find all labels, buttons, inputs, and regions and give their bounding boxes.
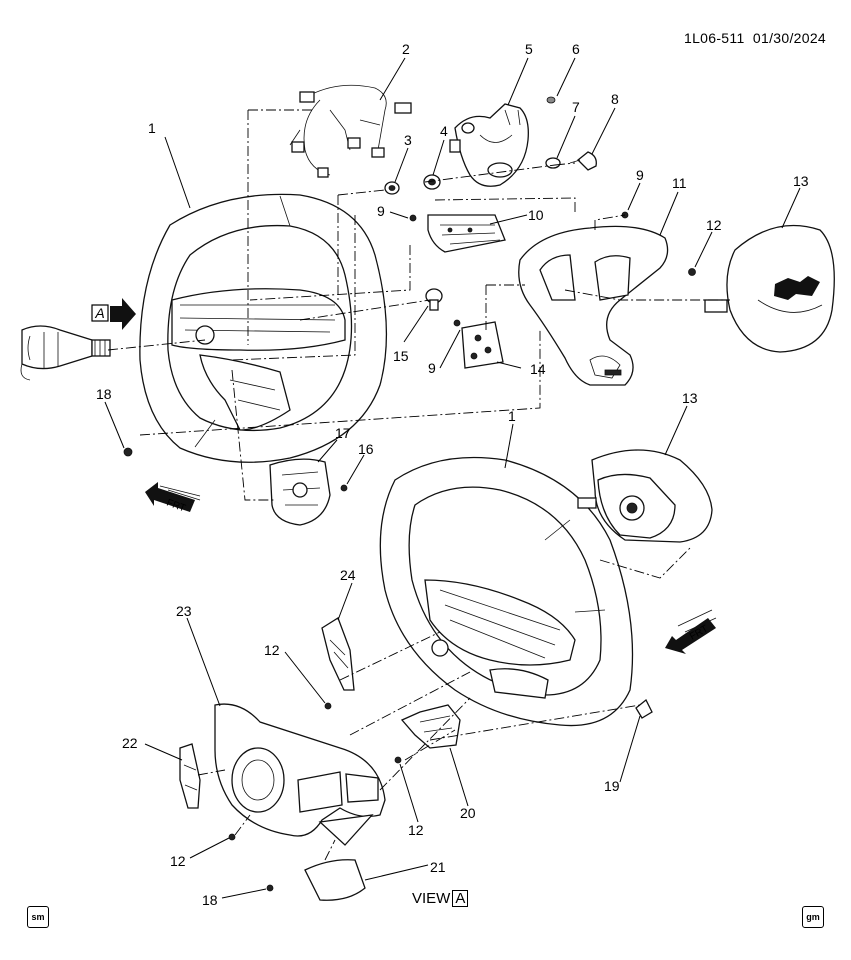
callout-4: 4: [440, 123, 448, 139]
callout-6: 6: [572, 41, 580, 57]
phantom-line: [247, 109, 312, 345]
bolt-12-a: [324, 702, 332, 710]
callout-3: 3: [404, 132, 412, 148]
switch-22: [179, 743, 201, 809]
frt-arrow-lower: FRT: [665, 609, 717, 654]
view-a-arrow: A: [91, 298, 136, 330]
phantom-line: [379, 697, 471, 791]
callout-1-upper: 1: [148, 120, 156, 136]
callout-23: 23: [176, 603, 192, 619]
phantom-line: [594, 214, 626, 230]
screw-16: [340, 484, 348, 492]
phantom-line: [424, 162, 576, 183]
callout-19: 19: [604, 778, 620, 794]
gm-logo: gm: [802, 906, 824, 928]
phantom-line: [139, 330, 541, 436]
phantom-line: [249, 245, 411, 301]
callout-13-lower: 13: [682, 390, 698, 406]
switch-10: [427, 214, 506, 253]
phantom-line: [404, 729, 456, 761]
callout-10: 10: [528, 207, 544, 223]
phantom-line: [349, 671, 471, 736]
callout-7: 7: [572, 99, 580, 115]
phantom-line: [234, 814, 251, 836]
leader-lines: [104, 57, 801, 899]
clip-6: [546, 96, 556, 104]
screw-9-a: [409, 214, 417, 222]
callout-17: 17: [335, 425, 351, 441]
phantom-line: [339, 631, 441, 681]
callout-2: 2: [402, 41, 410, 57]
phantom-line: [485, 284, 525, 330]
airbag-13-upper: [704, 224, 835, 353]
phantom-line: [107, 339, 206, 351]
callout-9-c: 9: [428, 360, 436, 376]
bolt-19: [635, 698, 653, 719]
callout-9-b: 9: [377, 203, 385, 219]
screw-8: [569, 151, 597, 171]
airbag-13-lower: [577, 449, 713, 543]
phantom-line: [324, 839, 336, 861]
steering-wheel-lower: [379, 456, 634, 727]
screw-18-upper: [123, 447, 133, 457]
switch-20: [400, 704, 461, 749]
module-17: [269, 458, 331, 526]
callout-13-upper: 13: [793, 173, 809, 189]
callout-21: 21: [430, 859, 446, 875]
phantom-line: [599, 547, 691, 579]
callout-20: 20: [460, 805, 476, 821]
callout-9-a: 9: [636, 167, 644, 183]
callout-18-upper: 18: [96, 386, 112, 402]
phantom-line: [337, 189, 386, 300]
lower-trim-23: [214, 703, 386, 846]
callout-16: 16: [358, 441, 374, 457]
phantom-line: [434, 197, 576, 215]
callout-12-a: 12: [264, 642, 280, 658]
callout-24: 24: [340, 567, 356, 583]
switch-14: [461, 321, 504, 369]
drawing-date: 01/30/2024: [752, 30, 826, 46]
view-label-text: VIEW: [412, 890, 451, 907]
callout-1-lower: 1: [508, 408, 516, 424]
steering-wheel-upper: [139, 193, 388, 463]
phantom-line: [231, 215, 356, 361]
callout-5: 5: [525, 41, 533, 57]
wiring-harness-2: [289, 84, 412, 178]
trim-cover-11: [518, 225, 669, 386]
view-arrow-label: A: [94, 305, 104, 321]
callout-12-upper: 12: [706, 217, 722, 233]
phantom-line: [231, 369, 275, 501]
callout-22: 22: [122, 735, 138, 751]
callout-12-c: 12: [170, 853, 186, 869]
callout-11: 11: [672, 175, 687, 191]
bolt-12-b: [394, 756, 402, 764]
steering-column: [20, 325, 111, 381]
callout-labels: 1 2 3 4 5 6 7 8 9 9 10 11 12 13 15 9 14 …: [96, 41, 809, 908]
washer-7: [545, 157, 561, 169]
frt-arrow-upper: FRT: [145, 482, 201, 514]
phantom-line: [197, 769, 226, 776]
bolt-12-c: [228, 833, 236, 841]
callout-14: 14: [530, 361, 546, 377]
switch-24: [321, 617, 355, 691]
callout-12-b: 12: [408, 822, 424, 838]
sm-logo: sm: [27, 906, 49, 928]
screw-18-lower: [266, 884, 274, 892]
phantom-line: [299, 299, 431, 321]
callout-15: 15: [393, 348, 409, 364]
bolt-12-upper: [688, 268, 696, 276]
bolt-15: [425, 288, 443, 311]
callout-8: 8: [611, 91, 619, 107]
bracket-5: [449, 103, 529, 187]
diagram-header: 1L06-511 01/30/2024: [684, 30, 826, 46]
callout-18-lower: 18: [202, 892, 218, 908]
phantom-line: [564, 289, 730, 301]
view-label-ref: A: [452, 890, 469, 907]
drawing-id: 1L06-511: [684, 30, 745, 46]
nut-3: [384, 181, 400, 195]
screw-9-c: [453, 319, 461, 327]
cover-21: [304, 859, 366, 901]
